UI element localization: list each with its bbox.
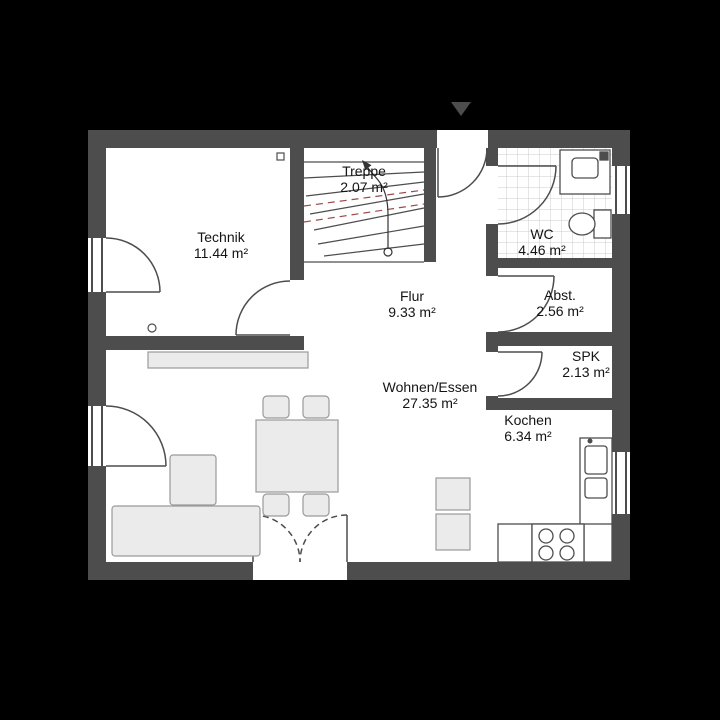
room-area: 9.33 m² — [388, 304, 436, 320]
room-area: 2.56 m² — [536, 303, 584, 319]
armchair — [169, 454, 217, 506]
door-swing-spk — [497, 351, 543, 397]
window-wohnen — [91, 406, 103, 466]
window-kochen — [615, 452, 627, 514]
kitchen-cabinets — [435, 477, 471, 551]
door-swing-abst — [497, 275, 555, 333]
kitchen — [497, 437, 613, 563]
technik-fixtures — [147, 152, 285, 333]
room-label-technik: Technik 11.44 m² — [194, 229, 248, 261]
room-name: Technik — [197, 229, 245, 245]
dining-table — [255, 419, 339, 493]
dining-chair — [262, 395, 290, 419]
room-label-treppe: Treppe 2.07 m² — [340, 163, 387, 195]
interior-walls — [88, 148, 630, 410]
entrance-marker-icon — [451, 102, 471, 116]
stairs-cut-lines — [303, 189, 425, 223]
room-name: Flur — [399, 288, 425, 304]
doors — [105, 147, 557, 563]
kitchen-sink — [584, 438, 608, 499]
dining-chair — [302, 493, 330, 517]
toilet — [568, 209, 612, 239]
room-label-wc: WC 4.46 m² — [518, 226, 565, 258]
room-name: Wohnen/Essen — [382, 379, 478, 395]
window-technik — [91, 238, 103, 292]
room-area: 27.35 m² — [402, 395, 458, 411]
vent-symbol — [599, 151, 609, 161]
wc-fixtures — [559, 149, 612, 239]
stove — [531, 523, 585, 563]
room-name: Treppe — [342, 163, 386, 179]
room-name: SPK — [571, 348, 600, 364]
sofa — [111, 505, 261, 557]
room-area: 11.44 m² — [193, 245, 249, 261]
room-area: 2.13 m² — [562, 364, 610, 380]
door-swing-window-technik — [105, 237, 161, 293]
windows — [91, 166, 627, 514]
room-area: 4.46 m² — [518, 242, 566, 258]
room-label-spk: SPK 2.13 m² — [562, 348, 609, 380]
living-furniture — [111, 351, 339, 557]
room-label-wohnen: Wohnen/Essen 27.35 m² — [383, 379, 478, 411]
room-label-kochen: Kochen 6.34 m² — [504, 412, 551, 444]
door-swing-technik — [235, 280, 291, 336]
door-swing-entrance — [437, 147, 488, 198]
room-label-abst: Abst. 2.56 m² — [536, 287, 583, 319]
room-name: Kochen — [504, 412, 552, 428]
door-swing-window-wohnen — [105, 405, 167, 467]
stairs-direction-arrow — [362, 160, 393, 257]
room-label-flur: Flur 9.33 m² — [388, 288, 435, 320]
door-swing-wc — [497, 165, 557, 225]
dining-chair — [262, 493, 290, 517]
window-wc — [615, 166, 627, 214]
technik-symbol — [276, 152, 285, 161]
room-area: 2.07 m² — [340, 179, 388, 195]
room-area: 6.34 m² — [504, 428, 552, 444]
room-name: WC — [530, 226, 554, 242]
door-swing-terrace — [252, 514, 348, 563]
sideboard — [147, 351, 309, 369]
floor-drain-symbol — [147, 323, 157, 333]
dining-chair — [302, 395, 330, 419]
stairs — [303, 160, 425, 263]
room-name: Abst. — [544, 287, 576, 303]
